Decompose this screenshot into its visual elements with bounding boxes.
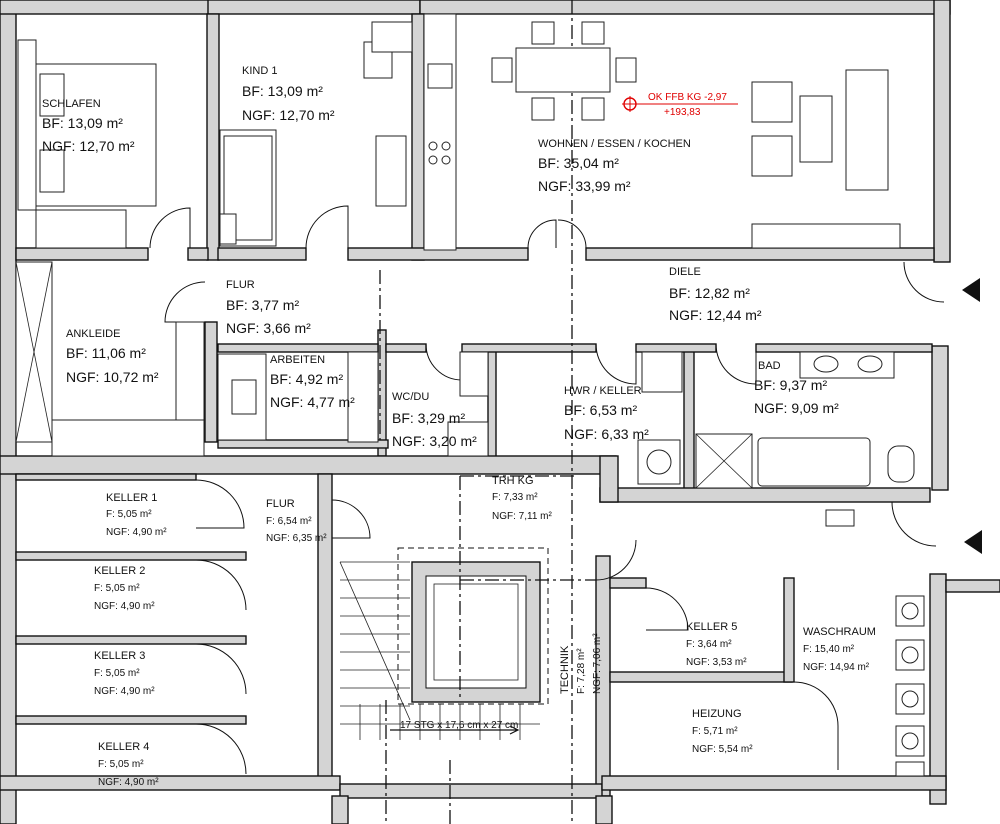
room-keller3: KELLER 3 F: 5,05 m² NGF: 4,90 m² xyxy=(94,650,155,697)
room-ngf: NGF: 6,35 m² xyxy=(266,533,327,544)
room-technik: TECHNIK F: 7,28 m² NGF: 7,06 m² xyxy=(559,633,603,694)
room-ngf: NGF: 4,90 m² xyxy=(94,686,155,697)
room-ngf: NGF: 14,94 m² xyxy=(803,662,870,673)
room-bad: BAD BF: 9,37 m² NGF: 9,09 m² xyxy=(754,360,839,416)
room-name: HEIZUNG xyxy=(692,708,742,720)
room-name: ANKLEIDE xyxy=(66,328,120,340)
room-f: F: 6,54 m² xyxy=(266,516,312,527)
room-name: TECHNIK xyxy=(559,645,571,694)
room-name: HWR / KELLER xyxy=(564,385,642,397)
room-ngf: NGF: 12,70 m² xyxy=(242,107,335,123)
room-bf: BF: 13,09 m² xyxy=(42,115,123,131)
room-name: SCHLAFEN xyxy=(42,98,101,110)
room-bf: BF: 11,06 m² xyxy=(66,345,146,361)
room-bf: BF: 13,09 m² xyxy=(242,83,323,99)
room-f: F: 5,05 m² xyxy=(94,668,140,679)
room-name: KELLER 3 xyxy=(94,650,145,662)
room-keller1: KELLER 1 F: 5,05 m² NGF: 4,90 m² xyxy=(106,492,167,538)
room-ngf: NGF: 12,44 m² xyxy=(669,307,762,323)
doors xyxy=(149,205,945,775)
room-diele: DIELE BF: 12,82 m² NGF: 12,44 m² xyxy=(669,266,762,323)
room-name: WC/DU xyxy=(392,391,429,403)
room-name: KELLER 5 xyxy=(686,621,737,633)
room-bf: BF: 35,04 m² xyxy=(538,155,619,171)
room-name: KELLER 4 xyxy=(98,741,149,753)
room-ngf: NGF: 4,90 m² xyxy=(98,777,159,788)
level-marker-value: +193,83 xyxy=(664,107,701,118)
room-name: KIND 1 xyxy=(242,65,277,77)
room-keller5: KELLER 5 F: 3,64 m² NGF: 3,53 m² xyxy=(686,621,747,668)
room-f: F: 7,28 m² xyxy=(576,648,587,694)
level-marker-label: OK FFB KG -2,97 xyxy=(648,92,727,103)
room-ngf: NGF: 3,66 m² xyxy=(226,320,311,336)
room-name: KELLER 1 xyxy=(106,492,157,504)
room-wohnen: WOHNEN / ESSEN / KOCHEN BF: 35,04 m² NGF… xyxy=(538,138,691,194)
room-f: F: 5,05 m² xyxy=(98,759,144,770)
stair-note: 17 STG x 17,6 cm x 27 cm xyxy=(400,720,518,731)
room-wcdu: WC/DU BF: 3,29 m² NGF: 3,20 m² xyxy=(392,391,477,449)
room-name: FLUR xyxy=(266,498,295,510)
room-ankleide: ANKLEIDE BF: 11,06 m² NGF: 10,72 m² xyxy=(66,328,159,385)
room-f: F: 3,64 m² xyxy=(686,639,732,650)
room-name: FLUR xyxy=(226,279,255,291)
room-ngf: NGF: 7,11 m² xyxy=(492,511,552,522)
room-f: F: 5,05 m² xyxy=(94,583,140,594)
room-bf: BF: 3,77 m² xyxy=(226,297,299,313)
room-name: ARBEITEN xyxy=(270,354,325,366)
room-arbeiten: ARBEITEN BF: 4,92 m² NGF: 4,77 m² xyxy=(270,354,355,410)
room-f: F: 5,05 m² xyxy=(106,509,152,520)
room-name: BAD xyxy=(758,360,781,372)
room-ngf: NGF: 9,09 m² xyxy=(754,400,839,416)
room-ngf: NGF: 12,70 m² xyxy=(42,138,135,154)
room-ngf: NGF: 5,54 m² xyxy=(692,744,753,755)
room-kind1: KIND 1 BF: 13,09 m² NGF: 12,70 m² xyxy=(242,65,335,123)
room-bf: BF: 6,53 m² xyxy=(564,402,637,418)
room-ngf: NGF: 4,90 m² xyxy=(106,527,167,538)
stair-treads xyxy=(339,561,540,740)
room-bf: BF: 12,82 m² xyxy=(669,285,750,301)
room-name: WASCHRAUM xyxy=(803,626,876,638)
room-keller4: KELLER 4 F: 5,05 m² NGF: 4,90 m² xyxy=(98,741,159,788)
room-ngf: NGF: 4,90 m² xyxy=(94,601,155,612)
room-heizung: HEIZUNG F: 5,71 m² NGF: 5,54 m² xyxy=(692,708,753,755)
room-f: F: 7,33 m² xyxy=(492,492,538,503)
room-bf: BF: 9,37 m² xyxy=(754,377,827,393)
room-ngf: NGF: 3,53 m² xyxy=(686,657,747,668)
stair-core xyxy=(397,547,549,705)
room-trh: TRH KG F: 7,33 m² NGF: 7,11 m² xyxy=(492,475,552,522)
room-ngf: NGF: 4,77 m² xyxy=(270,394,355,410)
room-keller2: KELLER 2 F: 5,05 m² NGF: 4,90 m² xyxy=(94,565,155,612)
room-schlafen: SCHLAFEN BF: 13,09 m² NGF: 12,70 m² xyxy=(42,98,135,154)
room-f: F: 5,71 m² xyxy=(692,726,738,737)
room-name: KELLER 2 xyxy=(94,565,145,577)
room-ngf: NGF: 3,20 m² xyxy=(392,433,477,449)
room-bf: BF: 3,29 m² xyxy=(392,410,465,426)
room-ngf: NGF: 6,33 m² xyxy=(564,426,649,442)
room-name: DIELE xyxy=(669,266,701,278)
room-hwr: HWR / KELLER BF: 6,53 m² NGF: 6,33 m² xyxy=(564,385,649,442)
room-ngf: NGF: 10,72 m² xyxy=(66,369,159,385)
level-marker: OK FFB KG -2,97 +193,83 xyxy=(622,92,738,118)
room-name: WOHNEN / ESSEN / KOCHEN xyxy=(538,138,691,150)
furniture xyxy=(15,13,982,777)
room-flur-upper: FLUR BF: 3,77 m² NGF: 3,66 m² xyxy=(226,279,311,336)
room-labels: SCHLAFEN BF: 13,09 m² NGF: 12,70 m² KIND… xyxy=(42,65,876,788)
section-lines xyxy=(379,0,596,824)
room-f: F: 15,40 m² xyxy=(803,644,855,655)
room-ngf: NGF: 33,99 m² xyxy=(538,178,631,194)
room-flur-lower: FLUR F: 6,54 m² NGF: 6,35 m² xyxy=(266,498,327,544)
room-ngf: NGF: 7,06 m² xyxy=(592,633,603,694)
room-bf: BF: 4,92 m² xyxy=(270,371,343,387)
room-waschraum: WASCHRAUM F: 15,40 m² NGF: 14,94 m² xyxy=(803,626,876,673)
room-name: TRH KG xyxy=(492,475,534,487)
